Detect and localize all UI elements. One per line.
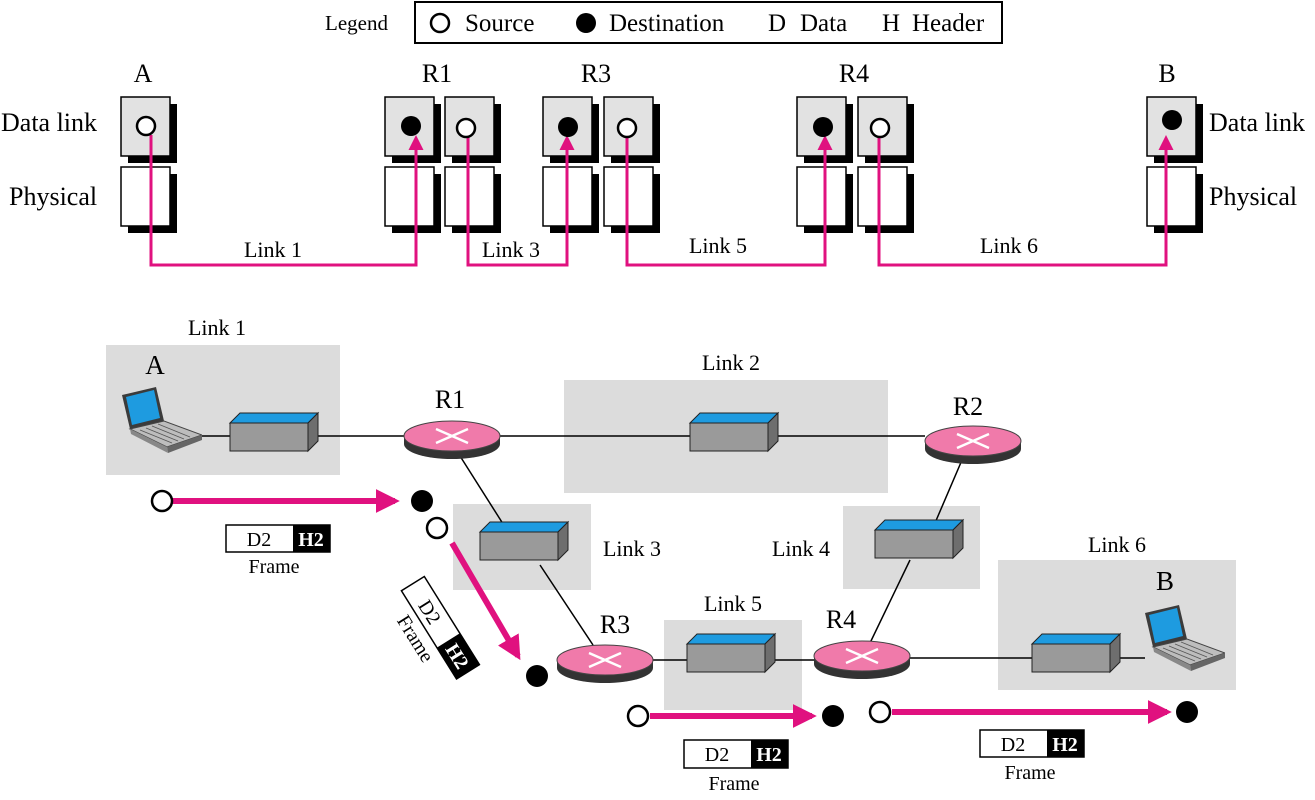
frame-hop3: D2 H2 Frame [683, 739, 789, 795]
frame-hop4: D2 H2 Frame [979, 729, 1085, 784]
host-a-label: A [145, 350, 165, 380]
stack-node-a: A [134, 59, 153, 88]
legend-header-symbol: H [882, 10, 900, 37]
switch-link-4-icon [873, 518, 965, 560]
host-b-label: B [1156, 566, 1174, 596]
net-link-2-label: Link 2 [702, 350, 760, 375]
stack-r1-destination [401, 116, 421, 136]
stack-r1-source [455, 117, 477, 139]
stack-node-b: B [1158, 59, 1175, 88]
layer-label-physical-right: Physical [1209, 182, 1297, 211]
switch-link-3-icon [478, 520, 570, 562]
hop4-destination [1176, 701, 1198, 723]
frame-hop3-data: D2 [705, 744, 729, 766]
router-r1-label: R1 [435, 385, 465, 414]
hop2-destination [526, 665, 548, 687]
stack-a-source [135, 115, 157, 137]
frame-hop2: D2 H2 Frame [392, 575, 481, 681]
legend-header-label: Header [912, 10, 985, 37]
stack-node-r3: R3 [581, 59, 611, 88]
router-r1-icon [403, 420, 501, 459]
hop3-destination [822, 705, 844, 727]
frame-hop4-data: D2 [1001, 734, 1025, 756]
stack-r3-source [616, 117, 638, 139]
frame-arrow-link-3 [449, 541, 521, 661]
stack-physical-box-r4-right [857, 166, 908, 227]
layer-label-datalink-left: Data link [1, 108, 97, 137]
router-r4-icon [813, 640, 911, 679]
legend-source-label: Source [465, 10, 534, 37]
switch-link-2-icon [688, 411, 780, 453]
stack-link-5-path [625, 135, 833, 267]
hop4-source [868, 700, 892, 724]
frame-hop4-header: H2 [1052, 734, 1078, 756]
legend-title: Legend [325, 11, 388, 35]
legend-box [414, 1, 1003, 44]
switch-link-6-icon [1030, 632, 1122, 674]
stack-physical-box-r4-left [796, 166, 847, 227]
hop3-source [626, 704, 650, 728]
net-link-3-label: Link 3 [603, 536, 661, 561]
legend-destination-icon [576, 13, 596, 33]
frame-hop1-caption: Frame [248, 556, 299, 578]
stack-link-5-label: Link 5 [689, 233, 747, 258]
layer-stacks: Data link Physical Data link Physical A … [1, 59, 1305, 267]
network-diagram: A B R1 R2 R3 R4 Link 1 Link 2 Link 3 Lin… [106, 315, 1236, 795]
stack-link-1-label: Link 1 [244, 237, 302, 262]
stack-node-r4: R4 [839, 59, 869, 88]
frame-hop1-data: D2 [247, 529, 271, 551]
frame-hop3-header: H2 [756, 744, 782, 766]
router-r4-label: R4 [826, 605, 856, 634]
stack-physical-box-b [1146, 166, 1197, 227]
stack-r4-source [869, 117, 891, 139]
layer-label-physical-left: Physical [9, 182, 97, 211]
hop1-source [150, 489, 174, 513]
stack-physical-box-a [120, 166, 171, 227]
frame-hop3-caption: Frame [708, 773, 759, 795]
stack-r3-destination [558, 117, 578, 137]
hop2-source [425, 516, 449, 540]
router-r3-icon [556, 644, 654, 683]
frame-hop1-header: H2 [298, 529, 324, 551]
stack-b-destination [1162, 110, 1182, 130]
legend-source-icon [429, 12, 451, 34]
switch-link-5-icon [685, 632, 777, 674]
net-link-6-label: Link 6 [1088, 532, 1146, 557]
stack-node-r1: R1 [422, 59, 452, 88]
router-r2-icon [924, 425, 1022, 464]
frame-hop1: D2 H2 Frame [225, 524, 331, 578]
switch-link-1-icon [228, 411, 320, 453]
stack-link-6-label: Link 6 [980, 233, 1038, 258]
legend-data-label: Data [800, 10, 847, 37]
router-r3-label: R3 [600, 610, 630, 639]
stack-link-3-label: Link 3 [482, 237, 540, 262]
legend: Legend Source Destination D Data H Heade… [325, 1, 1003, 44]
stack-r4-destination [813, 117, 833, 137]
stack-link-3-path [466, 135, 575, 267]
router-r2-label: R2 [953, 392, 983, 421]
hop1-destination [411, 490, 433, 512]
net-link-4-label: Link 4 [772, 536, 830, 561]
stack-physical-box-r1-left [384, 166, 435, 227]
layer-label-datalink-right: Data link [1209, 108, 1305, 137]
stack-link-6-path [877, 135, 1174, 267]
net-link-1-label: Link 1 [188, 315, 246, 340]
stack-link-1-path [149, 135, 424, 267]
frame-hop4-caption: Frame [1004, 762, 1055, 784]
net-link-5-label: Link 5 [704, 591, 762, 616]
legend-data-symbol: D [768, 10, 786, 37]
legend-destination-label: Destination [609, 10, 725, 37]
